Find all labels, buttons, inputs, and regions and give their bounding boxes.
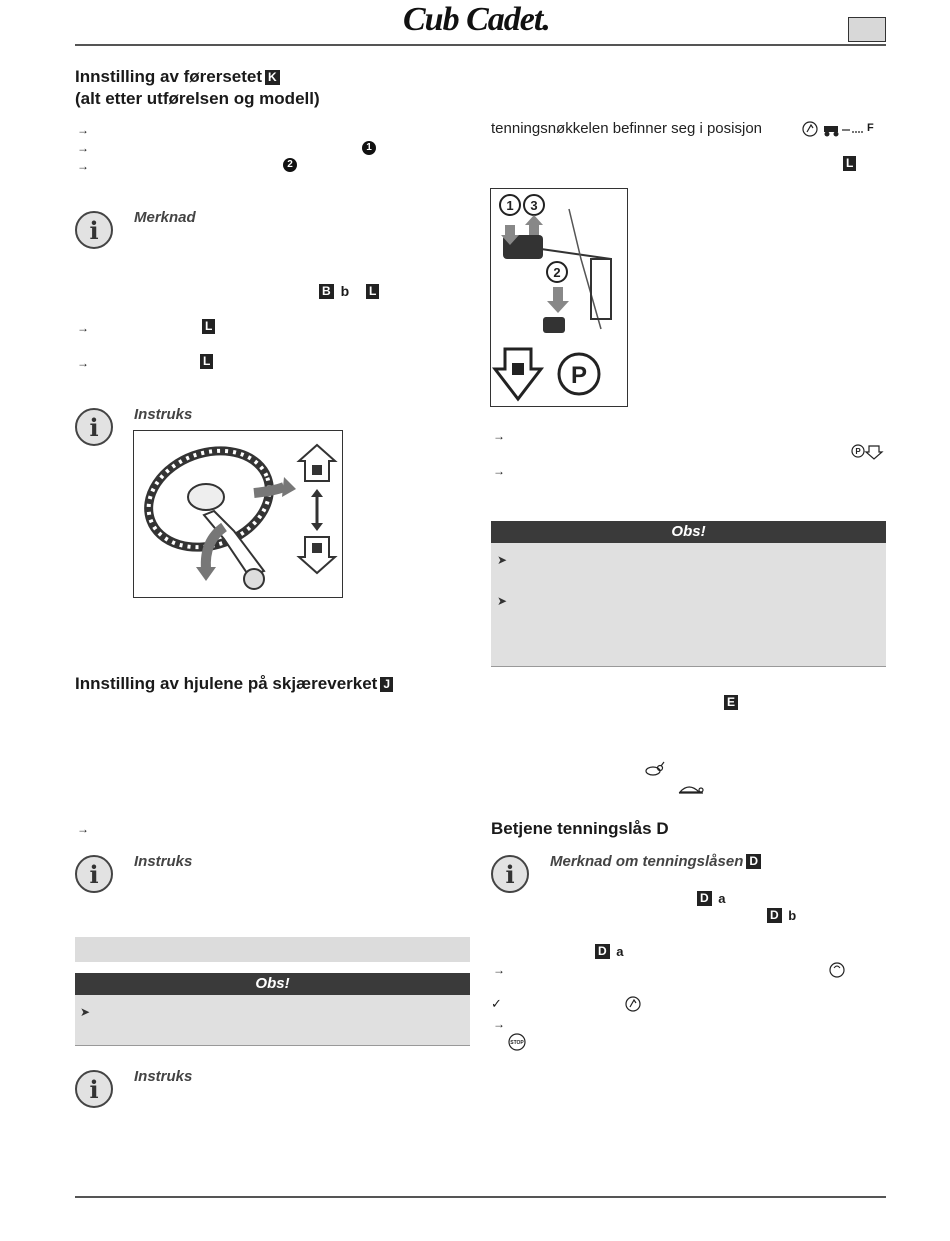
ref-d-b: D b	[764, 908, 796, 923]
parking-lock-icon: P	[851, 444, 885, 460]
bullet-arrow: →	[77, 159, 89, 173]
note-title: Merknad	[134, 209, 196, 226]
key-text: tenningsnøkkelen befinner seg i posisjon	[491, 120, 763, 137]
chevron-icon: ➤	[80, 1005, 91, 1019]
tag-b: B	[319, 284, 334, 299]
obs-body: ➤ ➤	[491, 543, 886, 667]
footer-rule	[75, 1196, 886, 1198]
bullet-arrow: →	[77, 356, 89, 370]
svg-text:P: P	[855, 447, 861, 456]
tag-d: D	[595, 944, 610, 959]
tag-l: L	[366, 284, 380, 299]
tag-l-ref: L	[199, 318, 216, 336]
start-key-icon	[625, 995, 641, 1013]
tag-l-ref: L	[840, 155, 857, 173]
checkmark-icon: ✓	[491, 996, 502, 1011]
tag-l: L	[200, 354, 214, 369]
key-position-text: tenningsnøkkelen befinner seg i posisjon	[491, 120, 762, 137]
instruction-title: Instruks	[134, 406, 193, 423]
steering-adjust-figure	[133, 430, 343, 598]
tag-d: D	[767, 908, 782, 923]
bullet-arrow: →	[77, 123, 89, 137]
svg-text:P: P	[571, 362, 587, 389]
instruction-title: Instruks	[134, 1068, 193, 1085]
grey-separator-bar	[75, 937, 470, 962]
sub-b: b	[788, 908, 797, 923]
seat-heading-line2: (alt etter utførelsen og modell)	[75, 89, 320, 108]
ref-d-a: D a	[694, 891, 726, 906]
ref-d-a: D a	[592, 944, 624, 959]
bullet-arrow: →	[493, 963, 505, 977]
tag-k: K	[265, 70, 280, 85]
rabbit-icon	[644, 761, 666, 777]
bullet-arrow: →	[493, 1017, 505, 1031]
seat-heading-line1: Innstilling av førersetet	[75, 67, 263, 86]
key-position-icons: F	[802, 120, 882, 138]
stop-icon: STOP	[508, 1033, 526, 1051]
instruction-title: Instruks	[134, 853, 193, 870]
chevron-icon: ➤	[497, 553, 508, 567]
info-icon: i	[75, 408, 113, 446]
info-icon: i	[491, 855, 529, 893]
sub-b: b	[340, 283, 350, 299]
figure-label: 2	[553, 265, 560, 280]
step-number-2: 2	[283, 158, 297, 172]
tag-l: L	[843, 156, 857, 171]
figure-label: 1	[506, 198, 513, 213]
obs-header: Obs!	[491, 521, 886, 543]
header-rule	[75, 44, 886, 46]
bullet-arrow: →	[493, 429, 505, 443]
sub-a: a	[718, 891, 726, 906]
brand-logo: Cub Cadet.	[403, 1, 551, 38]
ignition-heading-text: Betjene tenningslås D	[491, 819, 669, 838]
bullet-arrow: →	[77, 141, 89, 155]
obs-header: Obs!	[75, 973, 470, 995]
tag-e-ref: E	[721, 694, 739, 712]
tag-d: D	[746, 854, 762, 869]
figure-label: 3	[530, 198, 537, 213]
chevron-icon: ➤	[497, 594, 508, 608]
bullet-arrow: →	[77, 822, 89, 836]
info-icon: i	[75, 211, 113, 249]
sub-a: a	[616, 944, 624, 959]
bullet-arrow: →	[493, 464, 505, 478]
parking-brake-figure: 1 3 2 P	[490, 188, 628, 407]
info-icon: i	[75, 855, 113, 893]
page-number-box	[848, 17, 886, 42]
reference-tags: B b L	[316, 283, 380, 299]
lamp-icon	[829, 961, 845, 979]
info-icon: i	[75, 1070, 113, 1108]
ignition-heading: Betjene tenningslås D	[491, 818, 669, 840]
key-F: F	[867, 122, 874, 134]
tag-l: L	[202, 319, 216, 334]
wheels-heading-text: Innstilling av hjulene på skjæreverket	[75, 674, 378, 693]
stop-label: STOP	[510, 1040, 524, 1046]
turtle-icon	[677, 782, 705, 796]
tag-d: D	[697, 891, 712, 906]
tag-j: J	[380, 677, 394, 692]
obs-body: ➤	[75, 995, 470, 1046]
tag-e: E	[724, 695, 739, 710]
step-number-1: 1	[362, 141, 376, 155]
tag-l-ref: L	[197, 353, 214, 371]
ignition-note-text: Merknad om tenningslåsen	[550, 853, 744, 870]
bullet-arrow: →	[77, 321, 89, 335]
